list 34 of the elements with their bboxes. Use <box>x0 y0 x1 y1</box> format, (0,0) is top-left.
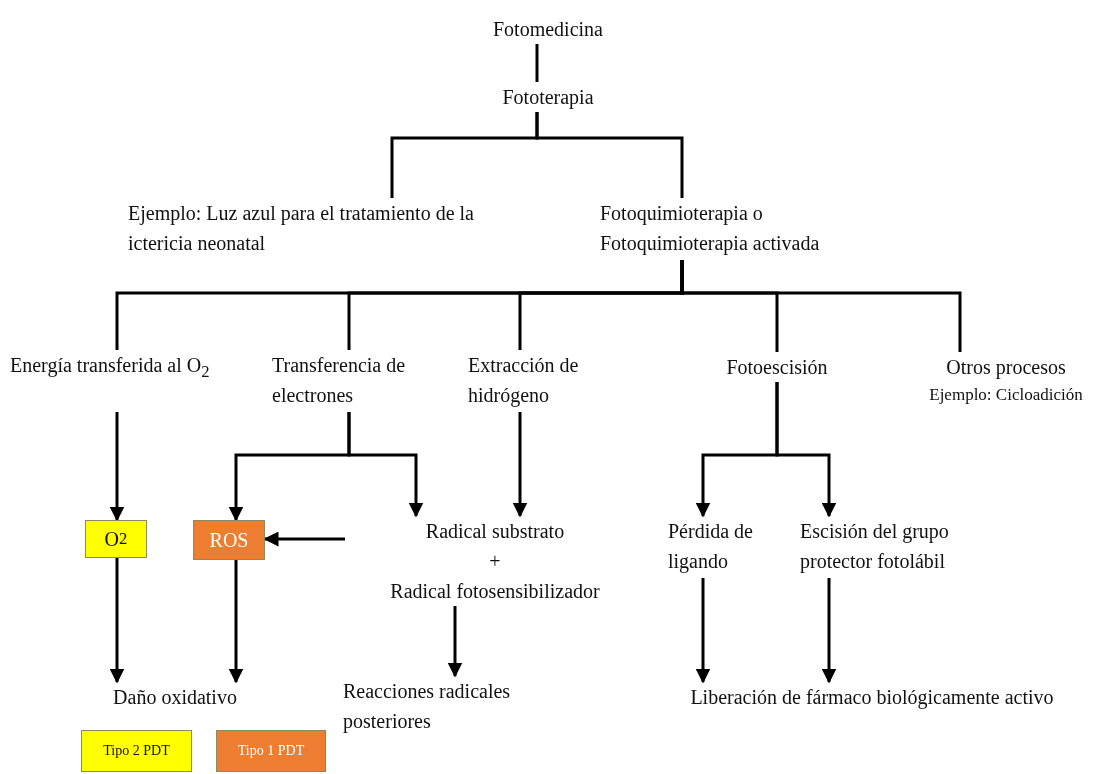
node-label: Energía transferida al O$_{2}$ <box>10 350 225 412</box>
node-label: Escisión del grupo protector fotolábil <box>800 516 1015 578</box>
node-label: Extracción de hidrógeno <box>468 350 633 412</box>
arrow <box>109 558 125 684</box>
arrow <box>263 531 345 547</box>
node-label: Reacciones radicales posteriores <box>343 676 578 738</box>
connector-line <box>680 260 962 352</box>
node-label: Transferencia de electrones <box>272 350 427 412</box>
node-sublabel: + <box>488 549 502 574</box>
node-label: Fototerapia <box>440 82 656 112</box>
node-label: Daño oxidativo <box>80 682 270 712</box>
node-label: Ejemplo: Luz azul para el tratamiento de la ictericia neonatal <box>128 198 540 260</box>
connector-line <box>535 112 684 198</box>
arrow <box>695 578 711 684</box>
arrow <box>109 412 125 522</box>
arrow <box>821 578 837 684</box>
node-label: Fotoescisión <box>700 352 854 382</box>
arrow <box>447 606 463 678</box>
arrow <box>512 412 528 518</box>
arrow <box>228 560 244 684</box>
node-sublabel: Ejemplo: Cicloadición <box>928 384 1084 406</box>
label-box: ROS <box>193 520 265 560</box>
arrow <box>347 412 424 518</box>
node-label: Liberación de fármaco biológicamente activo <box>632 682 1112 712</box>
node-label: Fotomedicina <box>440 14 656 44</box>
node-sublabel: Radical fotosensibilizador <box>389 579 601 604</box>
arrow <box>775 382 837 518</box>
label-box: Tipo 2 PDT <box>81 730 192 772</box>
node-label: Otros procesos <box>945 355 1067 381</box>
connector-line <box>535 44 539 82</box>
node-label: Fotoquimioterapia o Fotoquimioterapia activada <box>600 198 900 260</box>
label-box: Tipo 1 PDT <box>216 730 326 772</box>
node-label: Pérdida de ligando <box>668 516 778 578</box>
node-label: Radical substrato <box>424 519 566 544</box>
